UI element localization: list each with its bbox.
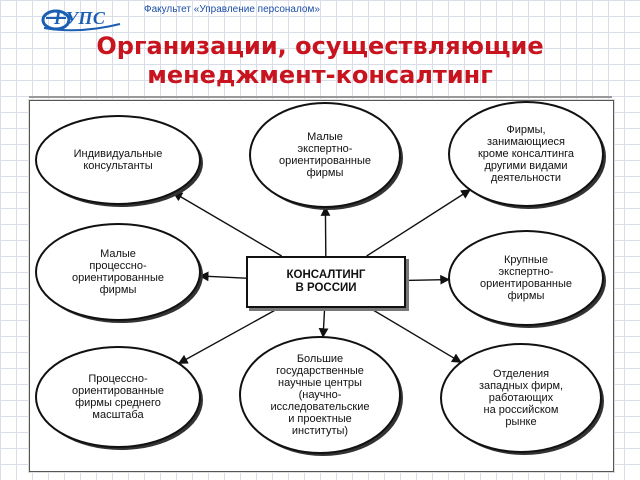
faculty-label: Факультет «Управление персоналом»	[144, 4, 320, 15]
university-logo	[41, 9, 121, 32]
page-title: Организации, осуществляющие менеджмент-к…	[0, 32, 640, 90]
node-large-expert-firms-ellipse	[448, 230, 604, 326]
arrow-small-process-firms	[198, 271, 247, 282]
slide-header: ГУПС Факультет «Управление персоналом» О…	[0, 0, 640, 100]
arrow-diversified-firms	[366, 189, 471, 257]
arrow-mid-process-firms	[177, 307, 280, 365]
node-diversified-firms-ellipse	[448, 101, 604, 207]
node-state-research-centers-ellipse	[239, 336, 401, 454]
title-line-2: менеджмент-консалтинг	[147, 61, 493, 89]
node-individual-consultants-ellipse	[35, 115, 201, 205]
arrow-western-firm-branches	[369, 307, 462, 363]
frame-top-rule	[29, 96, 612, 98]
node-western-firm-branches-ellipse	[440, 343, 602, 453]
arrow-large-expert-firms	[405, 274, 451, 285]
arrow-individual-consultants	[172, 191, 283, 257]
title-line-1: Организации, осуществляющие	[96, 32, 544, 60]
node-small-process-firms-ellipse	[35, 223, 201, 321]
node-mid-process-firms-ellipse	[35, 346, 201, 448]
logo-text: ГУПС	[54, 8, 106, 28]
arrow-state-research-centers	[318, 307, 329, 339]
node-small-expert-firms-ellipse	[249, 102, 401, 208]
